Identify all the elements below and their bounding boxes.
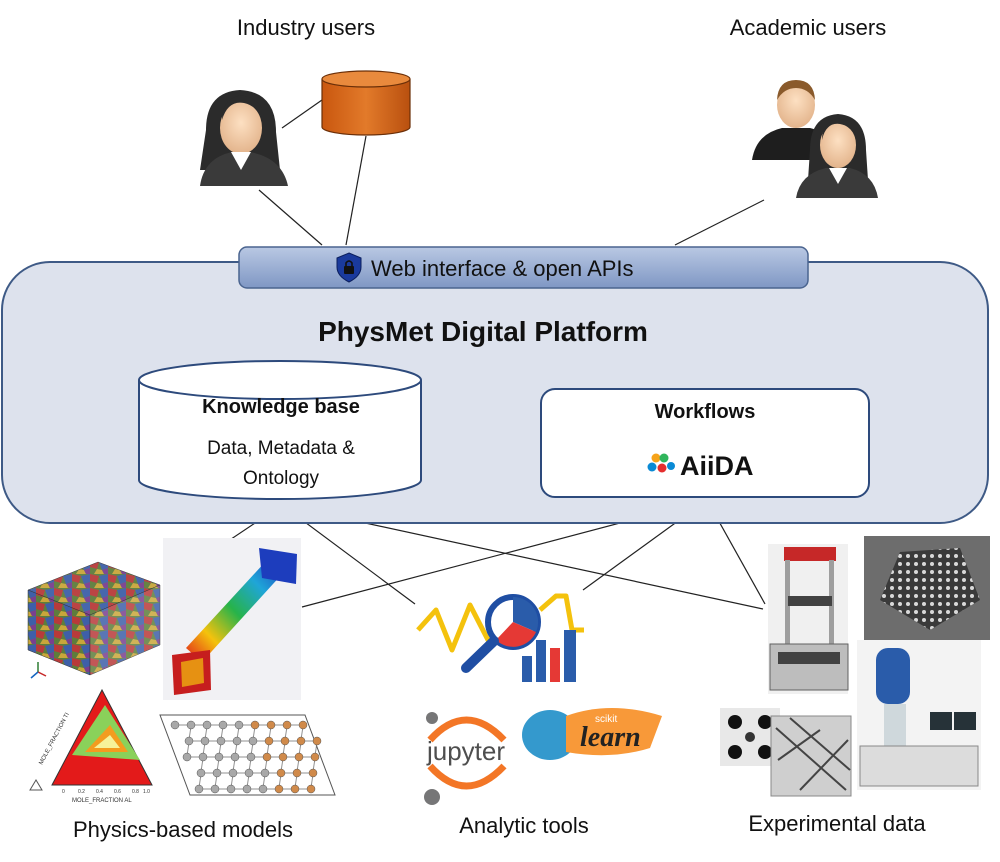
lattice-atom (278, 752, 288, 762)
phase-x-tick-2: 0.4 (96, 789, 103, 795)
lattice-atom (258, 784, 268, 794)
analytics-chart-icon (416, 593, 584, 682)
lattice-atom (312, 736, 322, 746)
lattice-atom (216, 736, 226, 746)
electron-microscope-image (857, 640, 981, 790)
knowledge-base-title: Knowledge base (202, 396, 360, 418)
phase-diagram-image: 0 0.2 0.4 0.6 0.8 1.0 MOLE_FRACTION AL M… (29, 683, 158, 804)
academic-users-label: Academic users (730, 15, 887, 40)
diffraction-pattern-image (720, 708, 780, 766)
lattice-atom (196, 768, 206, 778)
atomic-resolution-image (864, 536, 990, 640)
jupyter-label: jupyter (426, 736, 505, 766)
lattice-atom (248, 736, 258, 746)
grain-microstructure-image (27, 561, 161, 679)
physics-models-label: Physics-based models (73, 817, 293, 842)
line-database-to-api (345, 135, 367, 246)
lattice-atom (282, 720, 292, 730)
knowledge-base-line2: Ontology (243, 468, 320, 489)
lattice-atom (274, 784, 284, 794)
lattice-atom (186, 720, 196, 730)
shield-lock-icon (336, 252, 362, 283)
lattice-atom (280, 736, 290, 746)
phase-x-tick-0: 0 (62, 789, 65, 795)
lattice-atom (290, 784, 300, 794)
lattice-atom (296, 736, 306, 746)
analytic-tools-label: Analytic tools (459, 813, 589, 838)
lattice-atom (244, 768, 254, 778)
phase-x-tick-3: 0.6 (114, 789, 121, 795)
lattice-atom (228, 768, 238, 778)
lattice-atom (226, 784, 236, 794)
knowledge-base-cylinder[interactable] (138, 360, 422, 500)
industry-users-label: Industry users (237, 15, 375, 40)
workflows-title: Workflows (655, 401, 756, 423)
lattice-atom (184, 736, 194, 746)
jupyter-logo-icon: jupyter (424, 712, 507, 805)
lattice-atom (294, 752, 304, 762)
database-cylinder-icon (321, 70, 411, 136)
lattice-atom (262, 752, 272, 762)
lattice-atom (198, 752, 208, 762)
phase-x-tick-1: 0.2 (78, 789, 85, 795)
lattice-atom (230, 752, 240, 762)
lattice-atom (232, 736, 242, 746)
lattice-atom (182, 752, 192, 762)
lattice-atom (202, 720, 212, 730)
lattice-atom (212, 768, 222, 778)
scikit-big-label: learn (580, 722, 641, 753)
phase-x-tick-5: 1.0 (143, 789, 150, 795)
lattice-atom (234, 720, 244, 730)
lattice-atom (250, 720, 260, 730)
phase-x-axis-label: MOLE_FRACTION AL (72, 798, 132, 804)
lattice-atom (306, 784, 316, 794)
lattice-atom (260, 768, 270, 778)
api-bar-label: Web interface & open APIs (371, 256, 634, 281)
line-user-to-database (281, 99, 323, 129)
lattice-atom (194, 784, 204, 794)
lattice-atom (266, 720, 276, 730)
api-bar[interactable] (238, 246, 809, 289)
atomic-lattice-image (159, 714, 336, 796)
lattice-atom (264, 736, 274, 746)
lattice-atom (214, 752, 224, 762)
tem-micrograph-image (770, 715, 852, 797)
lattice-atom (200, 736, 210, 746)
platform-title: PhysMet Digital Platform (318, 316, 648, 347)
lattice-atom (242, 784, 252, 794)
line-academic-to-api (674, 199, 765, 246)
lattice-atom (170, 720, 180, 730)
lattice-atom (276, 768, 286, 778)
female-user-icon-2 (796, 114, 878, 198)
aiida-label: AiiDA (680, 451, 754, 481)
scikit-small-label: scikit (595, 714, 617, 725)
lattice-atom (310, 752, 320, 762)
lattice-atom (210, 784, 220, 794)
aiida-logo-icon (647, 453, 675, 473)
knowledge-base-line1: Data, Metadata & (207, 438, 355, 459)
scikit-learn-logo-icon: scikit learn (522, 708, 662, 760)
beam-simulation-image (163, 538, 301, 700)
experimental-data-label: Experimental data (748, 811, 926, 836)
line-industry-user-to-api (258, 189, 323, 246)
lattice-atom (292, 768, 302, 778)
lattice-atom (246, 752, 256, 762)
workflows-box[interactable] (540, 388, 870, 498)
lattice-atom (218, 720, 228, 730)
female-user-icon (200, 90, 288, 186)
phase-x-tick-4: 0.8 (132, 789, 139, 795)
lattice-atom (308, 768, 318, 778)
tensile-testing-machine-image (768, 544, 849, 694)
lattice-atom (298, 720, 308, 730)
